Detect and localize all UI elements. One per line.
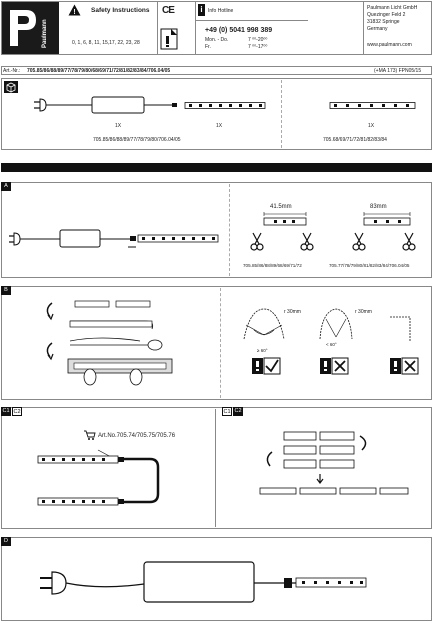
strip-connector-assembly [37,449,160,506]
artnr-numbers: 705.85/86/88/89/77/78/79/80/68/69/71/72/… [27,68,171,74]
dim-83: 83mm [370,204,387,210]
section-c1-label-right: C1 [222,407,232,416]
manual-warning-icon [160,28,178,50]
company-line3: 31832 Springe [367,19,400,25]
scissors-icon [352,232,366,251]
warning-icon: ! [68,4,81,16]
qty-strip-a: 1X [216,123,223,129]
section-c2-label-right: C2 [233,407,243,416]
section-c1-label: C1 [1,407,11,416]
company-line1: Paulmann Licht GmbH [367,5,418,11]
hours-days-1: Mon. - Do. [205,37,229,43]
artnr-bar [1,66,432,75]
scissors-icon [250,232,264,251]
bend-sharp-diagram [390,316,411,341]
section-d-frame [1,537,432,621]
company-line4: Germany [367,26,388,32]
cut-strip-1-icon [263,212,307,226]
info-icon: i [198,4,205,16]
section-a-label: A [1,182,11,191]
bend-ok-diagram [243,308,285,340]
driver-with-plug-icon [34,96,177,114]
cross-bad-icon [390,357,419,375]
header-frame [1,1,432,55]
accessory-artno: Art.No.705.74/705.75/705.76 [98,433,176,439]
section-a-divider [229,184,230,276]
led-strip-b-icon [329,102,416,109]
artnr-prefix: Art.-Nr.: [3,68,21,74]
section-b-divider [220,288,221,398]
scissors-icon [300,232,314,251]
section-c-divider [215,409,216,527]
cart-icon [84,430,96,440]
logo-p-icon [10,10,36,46]
radius-bad: r 30mm [355,309,372,315]
brand-name: Paulmann [42,19,48,48]
hours-time-2: 7 ⁰⁰-17⁰⁰ [248,44,268,50]
qty-driver: 1X [115,123,122,129]
connect-strips-diagram [259,431,409,495]
angle-ok: ≥ 60° [257,348,268,353]
section-d-label: D [1,537,11,546]
section-a-models-2: 705.77/78/79/80/81/82/83/84/706.04/05 [329,263,410,268]
ce-divider [157,2,158,54]
bend-bad-diagram [319,308,353,340]
cross-bad-icon [320,357,349,375]
hotline-divider-left [195,2,196,54]
svg-text:!: ! [73,9,75,16]
section-a-models-1: 705.85/86/88/89/68/69/71/72 [243,263,302,268]
section-b-frame [1,286,432,400]
company-line2: Quezinger Feld 2 [367,12,406,18]
led-strip-a-icon [184,102,266,109]
section-c-frame [1,407,432,529]
plug-in-driver-icon [40,561,367,603]
package-icon [4,81,18,93]
peel-backing-icon [46,300,173,386]
hotline-phone: +49 (0) 5041 998 389 [205,27,273,34]
section-c2-label: C2 [12,407,22,416]
hotline-box-line [196,20,308,21]
radius-ok: r 30mm [284,309,301,315]
check-ok-icon [252,357,281,375]
ce-mark: CE [162,5,175,16]
scissors-icon [402,232,416,251]
brand-logo: Paulmann [2,2,59,54]
contents-divider [281,80,282,148]
driver-strip-assembly-icon [9,229,219,248]
hours-time-1: 7 ⁰⁰-20⁰⁰ [248,37,268,43]
qty-strip-b: 1X [368,123,375,129]
hours-days-2: Fr. [205,44,211,50]
models-a: 705.85/86/88/89/77/78/79/80/706.04/05 [93,137,181,143]
artnr-right: (+MA 173) FPN05/15 [374,68,422,74]
section-b-label: B [1,286,11,295]
safety-title: Safety Instructions [91,7,150,14]
dim-41-5: 41.5mm [270,204,292,210]
contents-frame [1,78,432,150]
section-a-frame [1,182,432,278]
company-divider [363,2,364,54]
hotline-label: Info Hotline [208,8,234,14]
separator-bar [1,163,432,172]
company-website: www.paulmann.com [367,42,412,48]
models-b: 705.68/69/71/72/81/82/83/84 [323,137,387,143]
angle-bad: < 60° [326,342,337,347]
safety-refs: 0, 1, 6, 8, 11, 15,17, 22, 23, 28 [72,40,140,46]
cut-strip-2-icon [363,212,411,226]
